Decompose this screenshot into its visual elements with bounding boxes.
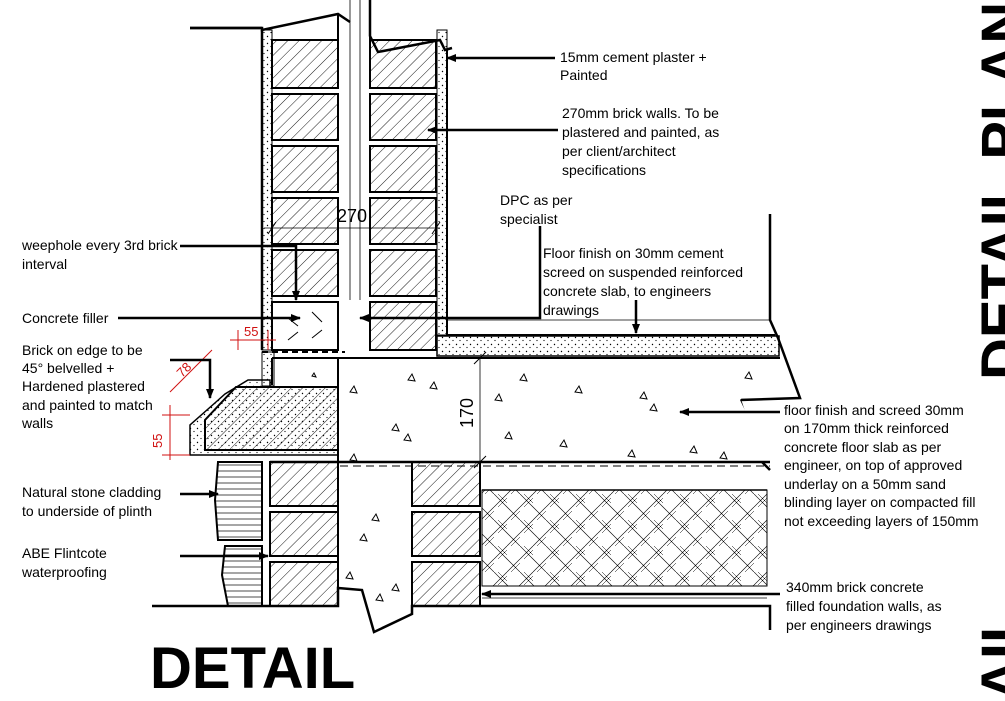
svg-text:per engineers drawings: per engineers drawings <box>786 617 932 633</box>
inner-plaster-right <box>436 29 448 336</box>
foundation-walls <box>152 452 772 634</box>
slab-depth-dimension: 170 <box>457 351 487 469</box>
stone-cladding <box>213 461 263 607</box>
svg-text:concrete floor slab as per: concrete floor slab as per <box>784 439 942 455</box>
right-brick-column <box>369 39 437 351</box>
concrete-slab <box>270 357 780 606</box>
plinth-dimensions <box>162 330 276 460</box>
svg-text:Floor finish on 30mm cement: Floor finish on 30mm cement <box>543 245 724 261</box>
svg-text:screed on suspended reinforced: screed on suspended reinforced <box>543 264 743 280</box>
bevelled-brick <box>204 386 339 451</box>
svg-text:engineer, on top of approved: engineer, on top of approved <box>784 457 962 473</box>
wall-width-dimension: 270 <box>264 206 441 235</box>
svg-text:45° belvelled +: 45° belvelled + <box>22 360 114 376</box>
svg-text:specialist: specialist <box>500 211 558 227</box>
plinth-side-dim-label: 55 <box>150 434 165 448</box>
svg-text:Concrete filler: Concrete filler <box>22 310 109 326</box>
bottom-break-line <box>152 586 772 634</box>
note-dpc: DPC as per specialist <box>500 192 573 227</box>
svg-text:plastered and painted, as: plastered and painted, as <box>562 124 719 140</box>
svg-text:340mm brick concrete: 340mm brick concrete <box>786 579 924 595</box>
wall-width-label: 270 <box>337 206 367 226</box>
svg-text:Brick on edge to be: Brick on edge to be <box>22 342 143 358</box>
screed-layer <box>436 335 780 357</box>
svg-text:per client/architect: per client/architect <box>562 143 676 159</box>
svg-text:underlay on a 50mm sand: underlay on a 50mm sand <box>784 476 946 492</box>
svg-text:weephole every 3rd brick: weephole every 3rd brick <box>21 237 179 253</box>
svg-text:Natural stone cladding: Natural stone cladding <box>22 484 161 500</box>
svg-text:concrete slab, to engineers: concrete slab, to engineers <box>543 283 711 299</box>
note-stone-cladding: Natural stone cladding to underside of p… <box>22 484 161 519</box>
svg-text:blinding layer on compacted fi: blinding layer on compacted fill <box>784 494 975 510</box>
slab-depth-label: 170 <box>457 398 477 428</box>
bevel-dim-label: 78 <box>174 359 195 380</box>
plinth-top-dim-label: 55 <box>244 324 258 339</box>
svg-text:interval: interval <box>22 256 67 272</box>
note-waterproofing: ABE Flintcote waterproofing <box>21 545 107 580</box>
drawing-title: DETAIL <box>150 636 355 701</box>
plinth <box>189 351 339 456</box>
svg-text:and painted to match: and painted to match <box>22 397 153 413</box>
note-brick-walls: 270mm brick walls. To be plastered and p… <box>562 105 719 178</box>
inner-plaster-left <box>261 29 273 351</box>
svg-text:floor finish and screed 30mm: floor finish and screed 30mm <box>784 402 964 418</box>
svg-text:Painted: Painted <box>560 67 607 83</box>
brick-wall-upper <box>190 0 453 351</box>
svg-text:walls: walls <box>21 415 53 431</box>
svg-text:Hardened plastered: Hardened plastered <box>22 378 145 394</box>
note-weephole: weephole every 3rd brick interval <box>21 237 179 272</box>
svg-text:not exceeding layers of 150mm: not exceeding layers of 150mm <box>784 513 979 529</box>
note-concrete-filler: Concrete filler <box>22 310 109 326</box>
note-brick-on-edge: Brick on edge to be 45° belvelled + Hard… <box>21 342 153 431</box>
svg-text:270mm brick walls. To be: 270mm brick walls. To be <box>562 105 719 121</box>
svg-text:specifications: specifications <box>562 162 646 178</box>
svg-text:15mm cement plaster +: 15mm cement plaster + <box>560 49 707 65</box>
svg-text:DPC as per: DPC as per <box>500 192 573 208</box>
note-slab-detail: floor finish and screed 30mm on 170mm th… <box>784 402 979 529</box>
svg-text:ABE Flintcote: ABE Flintcote <box>22 545 107 561</box>
note-foundation: 340mm brick concrete filled foundation w… <box>786 579 942 633</box>
svg-text:to underside of plinth: to underside of plinth <box>22 503 152 519</box>
leader-arrows <box>118 54 780 598</box>
note-floor-finish: Floor finish on 30mm cement screed on su… <box>543 245 743 318</box>
aggregate-marks <box>311 370 753 460</box>
left-brick-column <box>271 39 339 351</box>
svg-text:drawings: drawings <box>543 302 599 318</box>
note-plaster: 15mm cement plaster + Painted <box>560 49 707 83</box>
side-title-upper: DETAIL PLAN <box>970 2 1005 380</box>
svg-text:on 170mm thick reinforced: on 170mm thick reinforced <box>784 420 949 436</box>
compacted-fill <box>481 489 768 587</box>
svg-text:filled foundation walls, as: filled foundation walls, as <box>786 598 942 614</box>
side-title-lower: AIL <box>970 608 1005 701</box>
svg-text:waterproofing: waterproofing <box>21 564 107 580</box>
